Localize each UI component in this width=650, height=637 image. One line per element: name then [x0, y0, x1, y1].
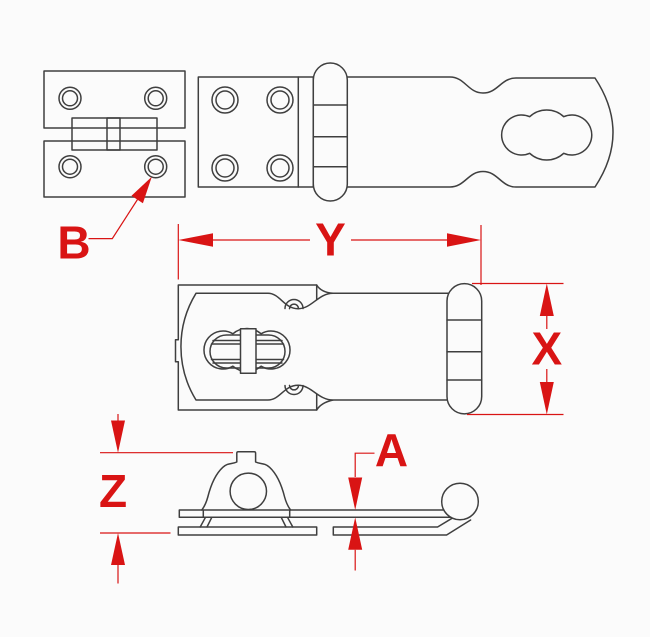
- view-open-top: [197, 62, 614, 202]
- view-closed-side: [177, 451, 480, 536]
- base-plate-side: [177, 526, 318, 536]
- strap-side: [178, 509, 452, 519]
- x-extension-lines: [467, 282, 564, 416]
- callout-b: B: [57, 176, 152, 269]
- x-arrow-up: [539, 283, 554, 316]
- z-dimension-label: Z: [99, 465, 127, 517]
- dimension-y: Y: [177, 214, 482, 285]
- z-arrow-up: [111, 533, 125, 565]
- upper-leaf-outline: [43, 70, 186, 129]
- a-arrow-down: [348, 477, 363, 510]
- keyhole-slot: [500, 109, 593, 161]
- barrel-knuckle-lines: [312, 104, 349, 168]
- y-arrow-right: [447, 233, 481, 247]
- b-callout-label: B: [57, 217, 90, 269]
- x-arrow-down: [539, 382, 554, 415]
- staple-eye-hole: [229, 472, 268, 511]
- strap-outline: [346, 76, 614, 188]
- staple-foot-detail-top: [284, 298, 304, 310]
- staple-foot-detail-bottom: [284, 384, 304, 396]
- hinge-barrel: [446, 282, 483, 415]
- x-dimension-label: X: [531, 323, 562, 375]
- hinge-knuckle: [71, 117, 158, 151]
- strap-slot-edges: [202, 510, 291, 518]
- y-extension-lines: [177, 224, 482, 285]
- hinge-barrel: [312, 62, 349, 202]
- staple-cross-bar: [239, 328, 257, 375]
- a-leader-line: [354, 452, 375, 477]
- b-arrow: [131, 176, 152, 204]
- keyhole-slot: [203, 327, 291, 373]
- base-leaf-outline: [197, 76, 315, 188]
- hinge-pin: [106, 117, 121, 151]
- barrel-knuckle-lines: [446, 319, 483, 381]
- base-plate-side-bent-end: [332, 513, 472, 536]
- z-extension-lines: [100, 452, 233, 534]
- dimension-a: A: [348, 424, 408, 571]
- a-arrow-up: [348, 517, 363, 550]
- lower-leaf-outline: [43, 140, 186, 198]
- dimension-x: X: [467, 282, 564, 416]
- staple-feet: [199, 516, 294, 528]
- z-arrow-down: [111, 420, 125, 453]
- screw-holes: [211, 86, 294, 182]
- y-arrow-left: [178, 233, 213, 247]
- a-dimension-label: A: [375, 424, 408, 476]
- strap-folded-outline: [180, 292, 450, 401]
- dimension-z: Z: [99, 414, 233, 584]
- hinge-roll: [440, 482, 480, 521]
- staple-eye-side: [201, 451, 292, 511]
- y-dimension-label: Y: [315, 214, 346, 266]
- b-leader-line: [88, 199, 139, 240]
- screw-holes: [58, 86, 168, 179]
- view-flat-back: [43, 70, 186, 198]
- view-closed-top: [174, 282, 483, 415]
